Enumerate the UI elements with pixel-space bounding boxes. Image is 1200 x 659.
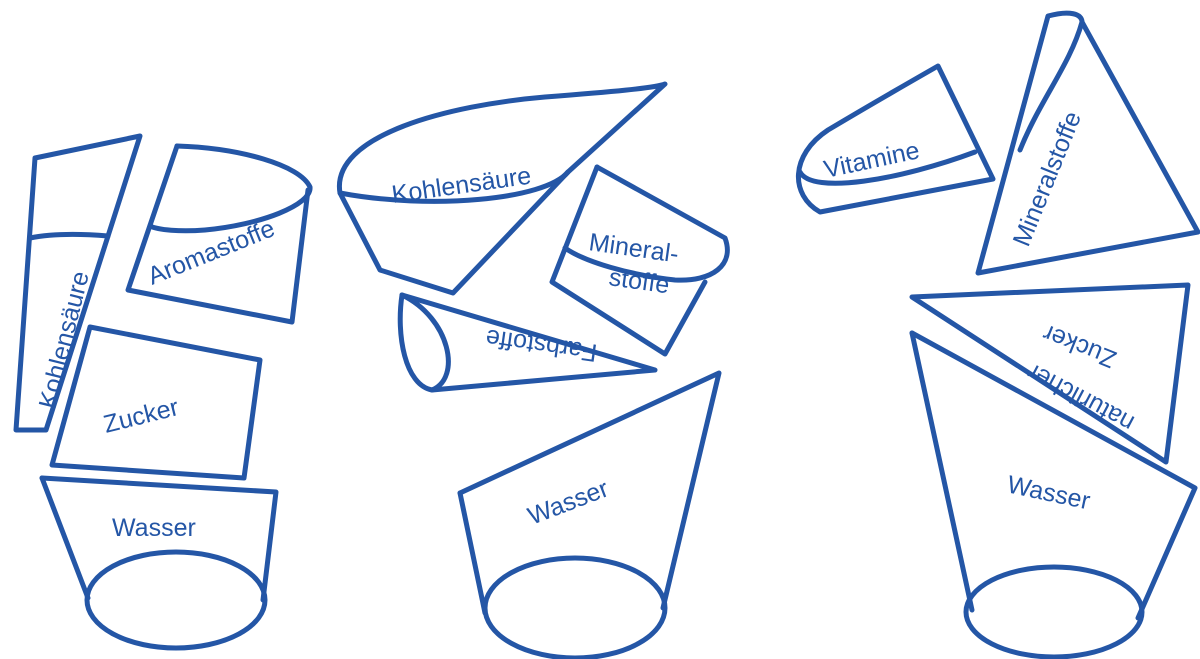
cup2-kohlensaeure-piece: Kohlensäure: [339, 84, 665, 293]
cup1-kohlensaeure-piece: Kohlensäure: [16, 136, 140, 430]
cup3-natuerlicher-zucker-piece: natürlicher Zucker: [912, 285, 1188, 462]
cup1-wasser-piece: Wasser: [42, 478, 276, 648]
cup2-mineralstoffe-piece: Mineral- stoffe: [552, 167, 727, 354]
cup-1: Kohlensäure Aromastoffe Zucker Wasser: [16, 136, 310, 648]
cup1-kohlensaeure-rim: [30, 234, 108, 238]
cup3-natuerlicher-zucker-label-line2: Zucker: [1039, 319, 1120, 374]
cup-3: Vitamine Mineralstoffe natürlicher Zucke…: [798, 13, 1198, 657]
cup3-mineralstoffe-piece: Mineralstoffe: [978, 13, 1198, 273]
cup3-vitamine-outline: [798, 66, 993, 212]
cup1-wasser-base: [87, 552, 265, 648]
cup1-wasser-body-left: [42, 478, 88, 598]
cup2-farbstoffe-label: Farbstoffe: [484, 323, 599, 366]
cup1-zucker-label: Zucker: [101, 393, 182, 439]
cup1-aromastoffe-piece: Aromastoffe: [128, 146, 310, 322]
cup2-farbstoffe-curve-outer: [400, 295, 432, 390]
cup2-wasser-piece: Wasser: [460, 373, 719, 658]
cup2-mineralstoffe-label-line2: stoffe: [607, 263, 671, 299]
cup1-zucker-piece: Zucker: [52, 327, 260, 478]
cup1-aromastoffe-label: Aromastoffe: [144, 214, 279, 290]
cup1-wasser-label: Wasser: [112, 514, 196, 542]
cup3-wasser-label: Wasser: [1005, 470, 1093, 515]
cup2-farbstoffe-piece: Farbstoffe: [400, 295, 655, 390]
cup2-wasser-body-left: [460, 493, 485, 613]
cup3-vitamine-piece: Vitamine: [798, 66, 993, 212]
cup3-vitamine-label: Vitamine: [821, 136, 922, 184]
cup2-wasser-base: [485, 558, 665, 658]
cup2-wasser-label: Wasser: [524, 474, 612, 530]
cup3-wasser-body-left: [912, 333, 972, 610]
cup3-wasser-base: [966, 567, 1142, 657]
cup-2: Kohlensäure Mineral- stoffe Farbstoffe W…: [339, 84, 727, 658]
